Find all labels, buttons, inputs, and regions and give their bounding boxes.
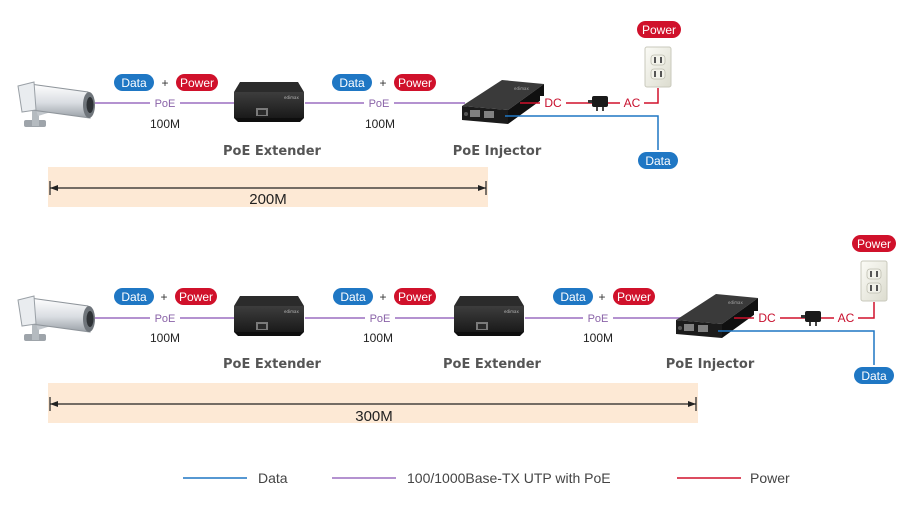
svg-text:Data: Data [645,154,671,168]
data-power-badge: Data + Power [114,74,218,91]
distance-label: 100M [365,117,395,131]
svg-text:+: + [379,76,386,90]
svg-text:+: + [598,290,605,304]
svg-text:Data: Data [339,76,365,90]
data-badge: Data [638,152,678,169]
row-200m: 200M PoE PoE 100M 100M Data + Power Data… [17,21,681,208]
svg-text:Data: Data [121,290,147,304]
svg-text:Data: Data [861,369,887,383]
svg-text:Power: Power [398,76,432,90]
legend: Data 100/1000Base-TX UTP with PoE Power [183,470,790,486]
row-300m: 300M PoE PoE PoE 100M 100M 100M Data + P… [17,235,896,425]
svg-text:+: + [161,76,168,90]
wall-outlet-icon [644,46,672,88]
dc-label: DC [758,311,776,325]
svg-text:+: + [160,290,167,304]
ac-label: AC [838,311,855,325]
svg-text:Power: Power [857,237,891,251]
span-band [48,167,488,207]
extender-label: PoE Extender [223,357,322,372]
wall-outlet-icon [860,260,888,302]
injector-icon [462,80,544,124]
extender-label: PoE Extender [223,144,322,159]
camera-icon [17,81,96,128]
svg-text:Data: Data [121,76,147,90]
svg-text:Power: Power [642,23,676,37]
distance-label: 100M [583,331,613,345]
extender-icon [234,296,304,336]
dc-label: DC [544,96,562,110]
data-link [505,115,659,150]
legend-utp: 100/1000Base-TX UTP with PoE [407,470,611,486]
poe-label: PoE [369,98,390,110]
data-power-badge: Data + Power [333,288,436,305]
injector-label: PoE Injector [453,144,542,159]
poe-label: PoE [370,313,391,325]
camera-icon [17,295,96,342]
svg-text:Power: Power [180,76,214,90]
distance-label: 100M [150,331,180,345]
legend-data: Data [258,470,288,486]
span-label: 300M [355,408,393,425]
distance-label: 100M [150,117,180,131]
data-power-badge: Data + Power [553,288,655,305]
extender-icon [234,82,304,122]
power-link [734,302,875,319]
svg-text:Data: Data [340,290,366,304]
power-badge: Power [852,235,896,252]
svg-text:Power: Power [398,290,432,304]
legend-power: Power [750,470,790,486]
extender-label: PoE Extender [443,357,542,372]
svg-text:Data: Data [560,290,586,304]
poe-label: PoE [155,98,176,110]
poe-label: PoE [155,313,176,325]
svg-text:Power: Power [617,290,651,304]
span-label: 200M [249,191,287,208]
ac-label: AC [624,96,641,110]
data-power-badge: Data + Power [332,74,436,91]
distance-label: 100M [363,331,393,345]
extender-icon [454,296,524,336]
injector-label: PoE Injector [666,357,755,372]
span-band [48,383,698,423]
data-power-badge: Data + Power [114,288,217,305]
data-link [718,330,875,365]
svg-text:Power: Power [179,290,213,304]
poe-label: PoE [588,313,609,325]
power-badge: Power [637,21,681,38]
data-badge: Data [854,367,894,384]
svg-text:+: + [379,290,386,304]
